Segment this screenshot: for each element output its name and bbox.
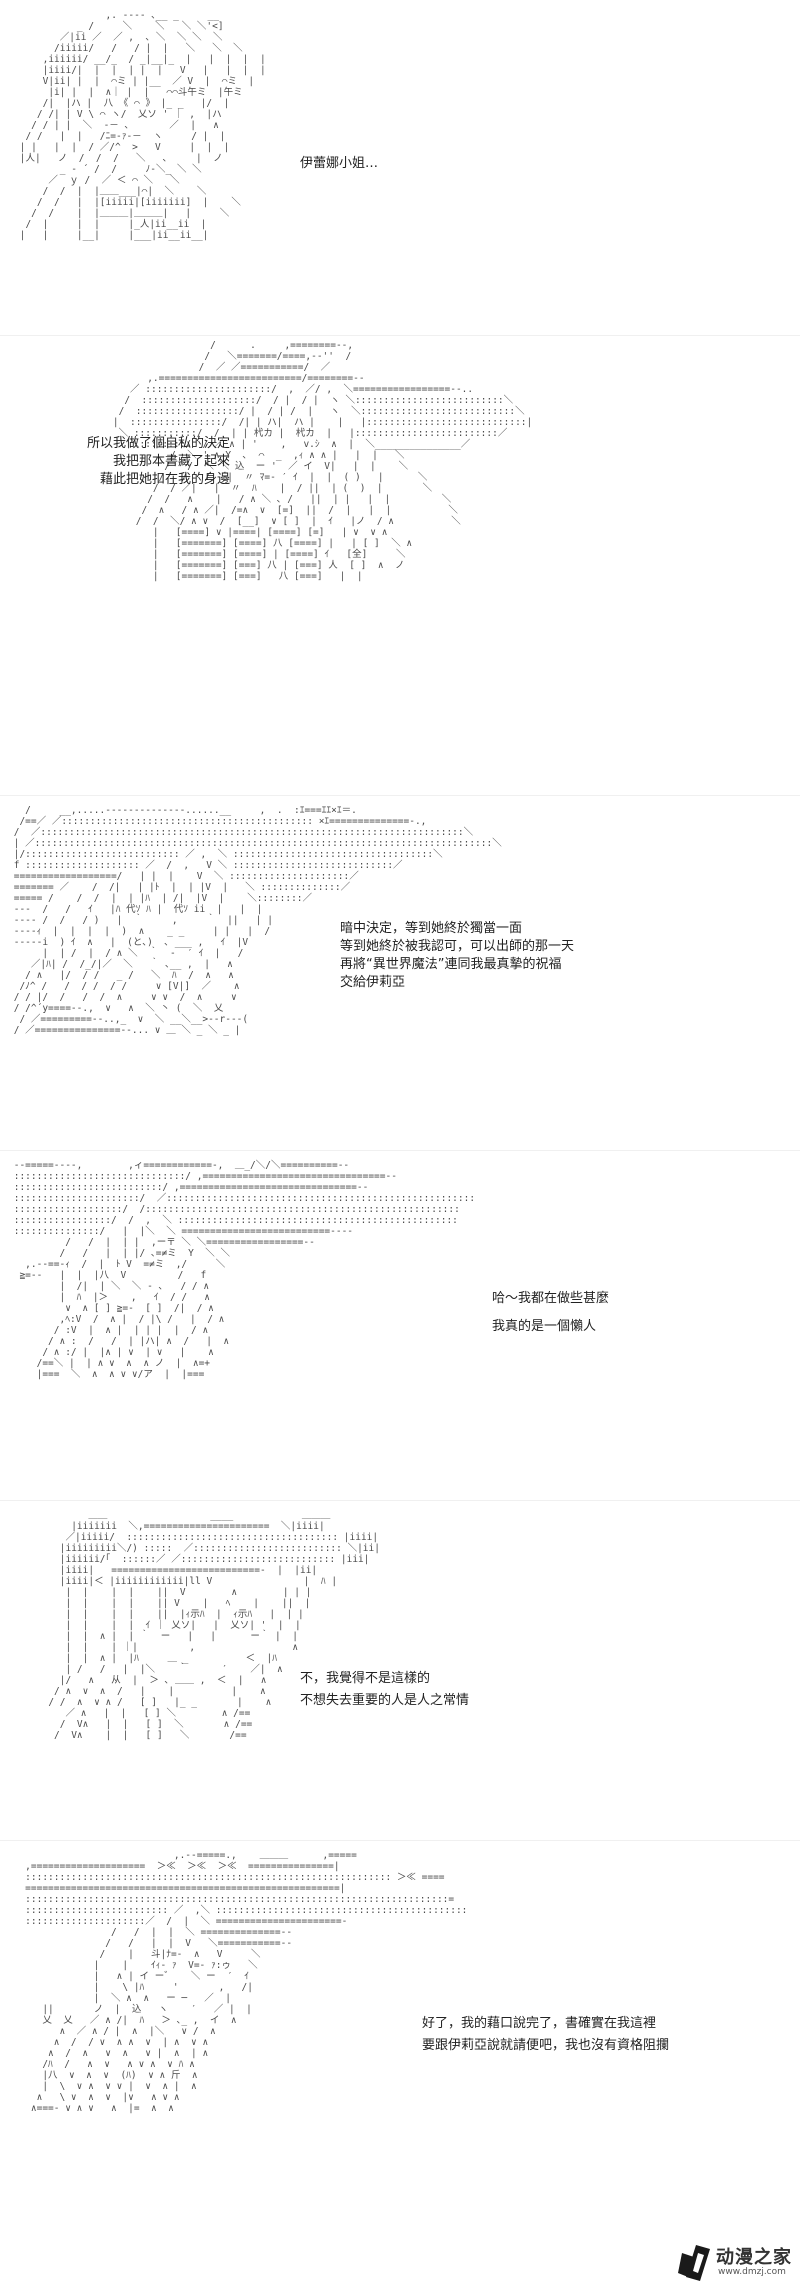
caption-line: 不想失去重要的人是人之常情: [300, 1693, 470, 1708]
ascii-art-5: ＿＿ ____ ＿＿＿ |iiiiiii ＼,=================…: [48, 1510, 380, 1741]
caption-line: 再將“異世界魔法”連同我最真摯的祝福: [340, 957, 562, 972]
ascii-art-3: / __,.....--------------......__ , . :ｴ=…: [13, 805, 502, 1036]
caption-6: 好了，我的藉口說完了，書確實在我這裡 要跟伊莉亞說就請便吧，我也沒有資格阻攔: [422, 2015, 669, 2055]
panel-4: --=====----, ,ィ============-, ＿_/＼/＼====…: [0, 1160, 800, 1490]
panel-2: / . ,========--, / ＼=======/====,--'' / …: [0, 340, 800, 790]
caption-5: 不，我覺得不是這樣的 不想失去重要的人是人之常情: [300, 1670, 469, 1710]
panel-divider: [0, 1840, 800, 1841]
caption-line: 交給伊莉亞: [340, 975, 406, 990]
watermark-name: 动漫之家: [716, 2247, 792, 2268]
caption-line: 好了，我的藉口說完了，書確實在我這裡: [422, 2016, 657, 2031]
caption-2: 所以我做了個自私的決定 我把那本書藏了起來 藉此把她扣在我的身邊: [60, 435, 230, 489]
ascii-art-4: --=====----, ,ィ============-, ＿_/＼/＼====…: [13, 1160, 476, 1380]
caption-line: 我把那本書藏了起來: [112, 454, 230, 469]
panel-3: / __,.....--------------......__ , . :ｴ=…: [0, 805, 800, 1145]
caption-line: 哈～我都在做些甚麼: [492, 1291, 610, 1306]
caption-line: 要跟伊莉亞說就請便吧，我也沒有資格阻攔: [422, 2038, 670, 2053]
ascii-art-1: ,. --‐‐ ､__ _ __ _ / ＼ ＼ ＼ ＼'<] ／|ii ／ ／…: [19, 10, 266, 241]
panel-divider: [0, 335, 800, 336]
panel-5: ＿＿ ____ ＿＿＿ |iiiiiii ＼,=================…: [0, 1510, 800, 1800]
caption-1: 伊蕾娜小姐…: [300, 155, 378, 173]
caption-line: 伊蕾娜小姐…: [300, 156, 379, 171]
panel-divider: [0, 795, 800, 796]
panel-divider: [0, 1150, 800, 1151]
caption-line: 我真的是一個懶人: [492, 1319, 597, 1334]
panel-1: ,. --‐‐ ､__ _ __ _ / ＼ ＼ ＼ ＼'<] ／|ii ／ ／…: [0, 0, 800, 330]
caption-line: 所以我做了個自私的決定: [86, 436, 230, 451]
caption-line: 不，我覺得不是這樣的: [300, 1671, 431, 1686]
caption-3: 暗中決定，等到她終於獨當一面 等到她終於被我認可，可以出師的那一天 再將“異世界…: [340, 920, 574, 992]
watermark-logo: 动漫之家 www.dmzj.com: [674, 2241, 794, 2285]
dmzj-logo-icon: [674, 2243, 714, 2283]
ascii-art-6: ,.--=====., ＿＿＿ ,===== ,================…: [25, 1850, 468, 2114]
caption-line: 暗中決定，等到她終於獨當一面: [340, 921, 523, 936]
caption-4: 哈～我都在做些甚麼 我真的是一個懶人: [492, 1290, 609, 1336]
panel-6: ,.--=====., ＿＿＿ ,===== ,================…: [0, 1850, 800, 2291]
panel-divider: [0, 1500, 800, 1501]
caption-line: 藉此把她扣在我的身邊: [99, 472, 230, 487]
caption-line: 等到她終於被我認可，可以出師的那一天: [340, 939, 575, 954]
ascii-art-2: / . ,========--, / ＼=======/====,--'' / …: [112, 340, 533, 582]
watermark-url: www.dmzj.com: [718, 2267, 786, 2277]
